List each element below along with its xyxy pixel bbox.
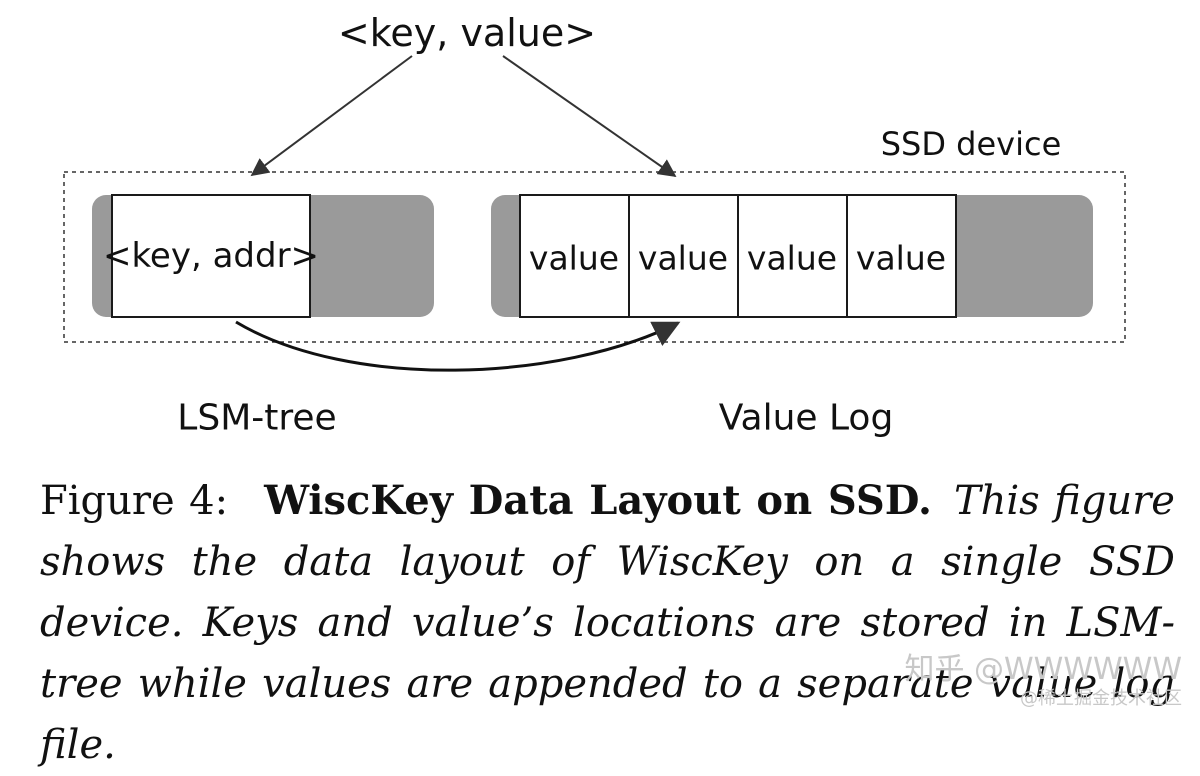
value-log-cell-label: value	[529, 239, 619, 278]
lsm-tree-label: LSM-tree	[177, 398, 336, 439]
ssd-device-label: SSD device	[881, 125, 1062, 163]
ssd-device-boundary	[63, 171, 1126, 343]
value-log-cell-label: value	[856, 239, 946, 278]
value-log-cell-label: value	[747, 239, 837, 278]
lsm-tree-cell	[111, 194, 311, 318]
value-log-cell	[846, 194, 957, 318]
watermark: 知乎 @WWWWWW @稀土掘金技术社区	[904, 652, 1182, 710]
watermark-zhihu: 知乎 @WWWWWW	[904, 652, 1182, 687]
figure-title: WiscKey Data Layout on SSD.	[264, 477, 932, 524]
value-log-cell	[737, 194, 848, 318]
figure-number: Figure 4:	[40, 478, 229, 524]
value-log-label: Value Log	[719, 398, 894, 439]
figure-caption: Figure 4:WiscKey Data Layout on SSD.This…	[40, 470, 1175, 776]
arrow-to-value-log	[502, 55, 677, 178]
addr-pointer-arrow	[235, 320, 681, 372]
wisckey-layout-diagram: <key, addr> value value value value <key…	[63, 11, 1126, 439]
value-log-cell	[628, 194, 739, 318]
value-log-cell-label: value	[638, 239, 728, 278]
watermark-juejin: @稀土掘金技术社区	[1020, 688, 1182, 709]
key-value-label: <key, value>	[338, 11, 596, 55]
lsm-tree-cell-label: <key, addr>	[103, 236, 319, 276]
arrow-to-lsm-tree	[250, 55, 413, 177]
